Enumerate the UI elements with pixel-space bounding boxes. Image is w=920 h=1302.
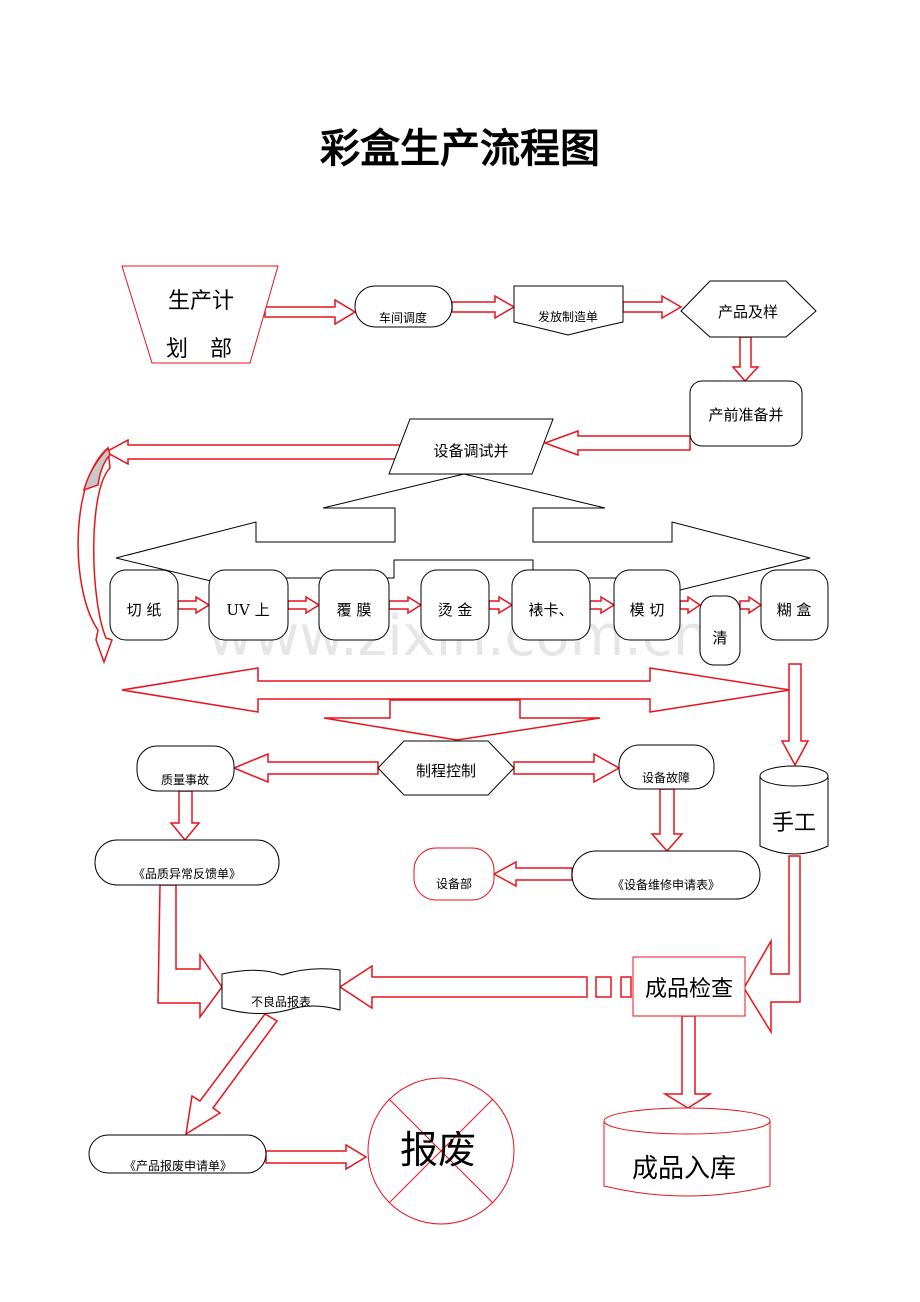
arrow-die-to-clear	[679, 595, 702, 615]
workshop-schedule-shape[interactable]	[354, 285, 453, 328]
scrap-shape[interactable]	[367, 1077, 515, 1225]
arrow-cut-to-uv	[177, 595, 211, 615]
equipment-fault-shape[interactable]	[618, 744, 715, 790]
quality-report-shape[interactable]	[94, 839, 280, 886]
equipment-dept-shape[interactable]	[413, 847, 495, 901]
hot-stamping-shape[interactable]	[420, 569, 490, 641]
arrow-uv-to-laminate	[287, 595, 321, 615]
process-control-shape[interactable]	[377, 740, 515, 796]
equipment-debug-shape[interactable]	[388, 418, 554, 475]
scrap-label: 报废	[400, 1128, 476, 1172]
plan-dept-label-2: 划 部	[166, 337, 232, 362]
arrow-report-to-defective	[157, 884, 223, 1020]
manual-label: 手工	[772, 811, 816, 836]
uv-shape[interactable]	[208, 569, 289, 641]
chevron-diverge	[115, 473, 811, 593]
arrow-stamp-to-mount	[488, 595, 514, 615]
arrow-mount-to-die	[589, 595, 616, 615]
equipment-debug-label: 设备调试并	[433, 442, 508, 460]
quality-incident-label: 质量事故	[161, 772, 209, 787]
equipment-repair-shape[interactable]	[571, 850, 761, 900]
arrow-prep-to-debug	[542, 429, 691, 457]
arrow-manual-to-inspection	[743, 855, 801, 1035]
quality-report-label: 《品质异常反馈单》	[133, 867, 241, 881]
quality-incident-shape[interactable]	[136, 745, 235, 792]
warehouse-label: 成品入库	[632, 1154, 736, 1184]
mounting-shape[interactable]	[511, 569, 591, 641]
arrow-quality-to-report	[169, 790, 201, 842]
arrow-clear-to-glue	[739, 595, 763, 615]
issue-order-label: 发放制造单	[538, 309, 598, 324]
page-title: 彩盒生产流程图	[320, 125, 600, 172]
laminating-shape[interactable]	[318, 569, 390, 641]
arrow-sample-to-prep	[731, 336, 760, 383]
product-sample-shape[interactable]	[680, 280, 817, 338]
arrow-inspection-to-defective	[338, 964, 588, 1010]
arrow-schedule-to-order	[451, 294, 516, 320]
cutting-shape[interactable]	[109, 569, 179, 641]
plan-dept-shape[interactable]	[121, 265, 279, 364]
arrow-left-curve	[77, 446, 113, 665]
arrow-defective-to-scrap-request	[185, 1013, 279, 1136]
product-sample-label: 产品及样	[718, 303, 778, 321]
final-inspection-shape[interactable]	[632, 956, 746, 1017]
arrow-repair-to-dept	[492, 860, 573, 888]
manual-shape[interactable]	[759, 765, 829, 855]
equipment-repair-label: 《设备维修申请表》	[612, 877, 720, 892]
arrow-converge-process-control	[323, 699, 601, 741]
preproduction-label: 产前准备并	[708, 406, 783, 424]
equipment-dept-label: 设备部	[436, 876, 472, 891]
arrow-request-to-scrap	[265, 1143, 368, 1171]
hot-stamping-label: 烫 金	[438, 601, 473, 619]
equipment-fault-label: 设备故障	[642, 770, 690, 785]
arrow-inspection-to-warehouse	[662, 1015, 713, 1109]
scrap-request-label: 《产品报废申请单》	[124, 1158, 232, 1173]
clearing-label: 清	[712, 629, 727, 647]
die-cutting-label: 模 切	[630, 601, 665, 619]
workshop-schedule-label: 车间调度	[379, 310, 427, 325]
arrow-plan-to-schedule	[264, 298, 357, 326]
issue-order-shape[interactable]	[513, 285, 624, 336]
laminating-label: 覆 膜	[337, 601, 372, 619]
plan-dept-label-1: 生产计	[168, 289, 234, 314]
arrow-control-to-quality	[232, 752, 379, 784]
arrow-control-to-fault	[513, 752, 621, 784]
dashed-box-2	[620, 976, 632, 998]
mounting-label: 裱卡、	[528, 601, 573, 619]
scrap-request-shape[interactable]	[88, 1134, 267, 1174]
arrow-glue-to-manual	[780, 663, 810, 767]
clearing-shape[interactable]	[699, 595, 741, 666]
warehouse-shape[interactable]	[603, 1107, 771, 1197]
die-cutting-shape[interactable]	[613, 569, 681, 641]
process-control-label: 制程控制	[416, 762, 476, 780]
preproduction-shape[interactable]	[689, 380, 803, 447]
final-inspection-label: 成品检查	[645, 977, 733, 1002]
uv-label: UV 上	[226, 601, 269, 619]
arrow-laminate-to-stamp	[388, 595, 423, 615]
arrow-left-curve-shade	[82, 446, 111, 492]
gluing-shape[interactable]	[760, 569, 829, 641]
gluing-label: 糊 盒	[777, 601, 812, 619]
defective-shape[interactable]	[221, 968, 341, 1015]
defective-label: 不良品报表	[251, 994, 311, 1009]
arrow-order-to-sample	[622, 294, 683, 320]
cutting-label: 切 纸	[127, 601, 162, 619]
arrow-debug-to-left	[104, 438, 407, 466]
arrow-fault-to-repair	[650, 788, 684, 853]
dashed-box-1	[595, 976, 612, 998]
